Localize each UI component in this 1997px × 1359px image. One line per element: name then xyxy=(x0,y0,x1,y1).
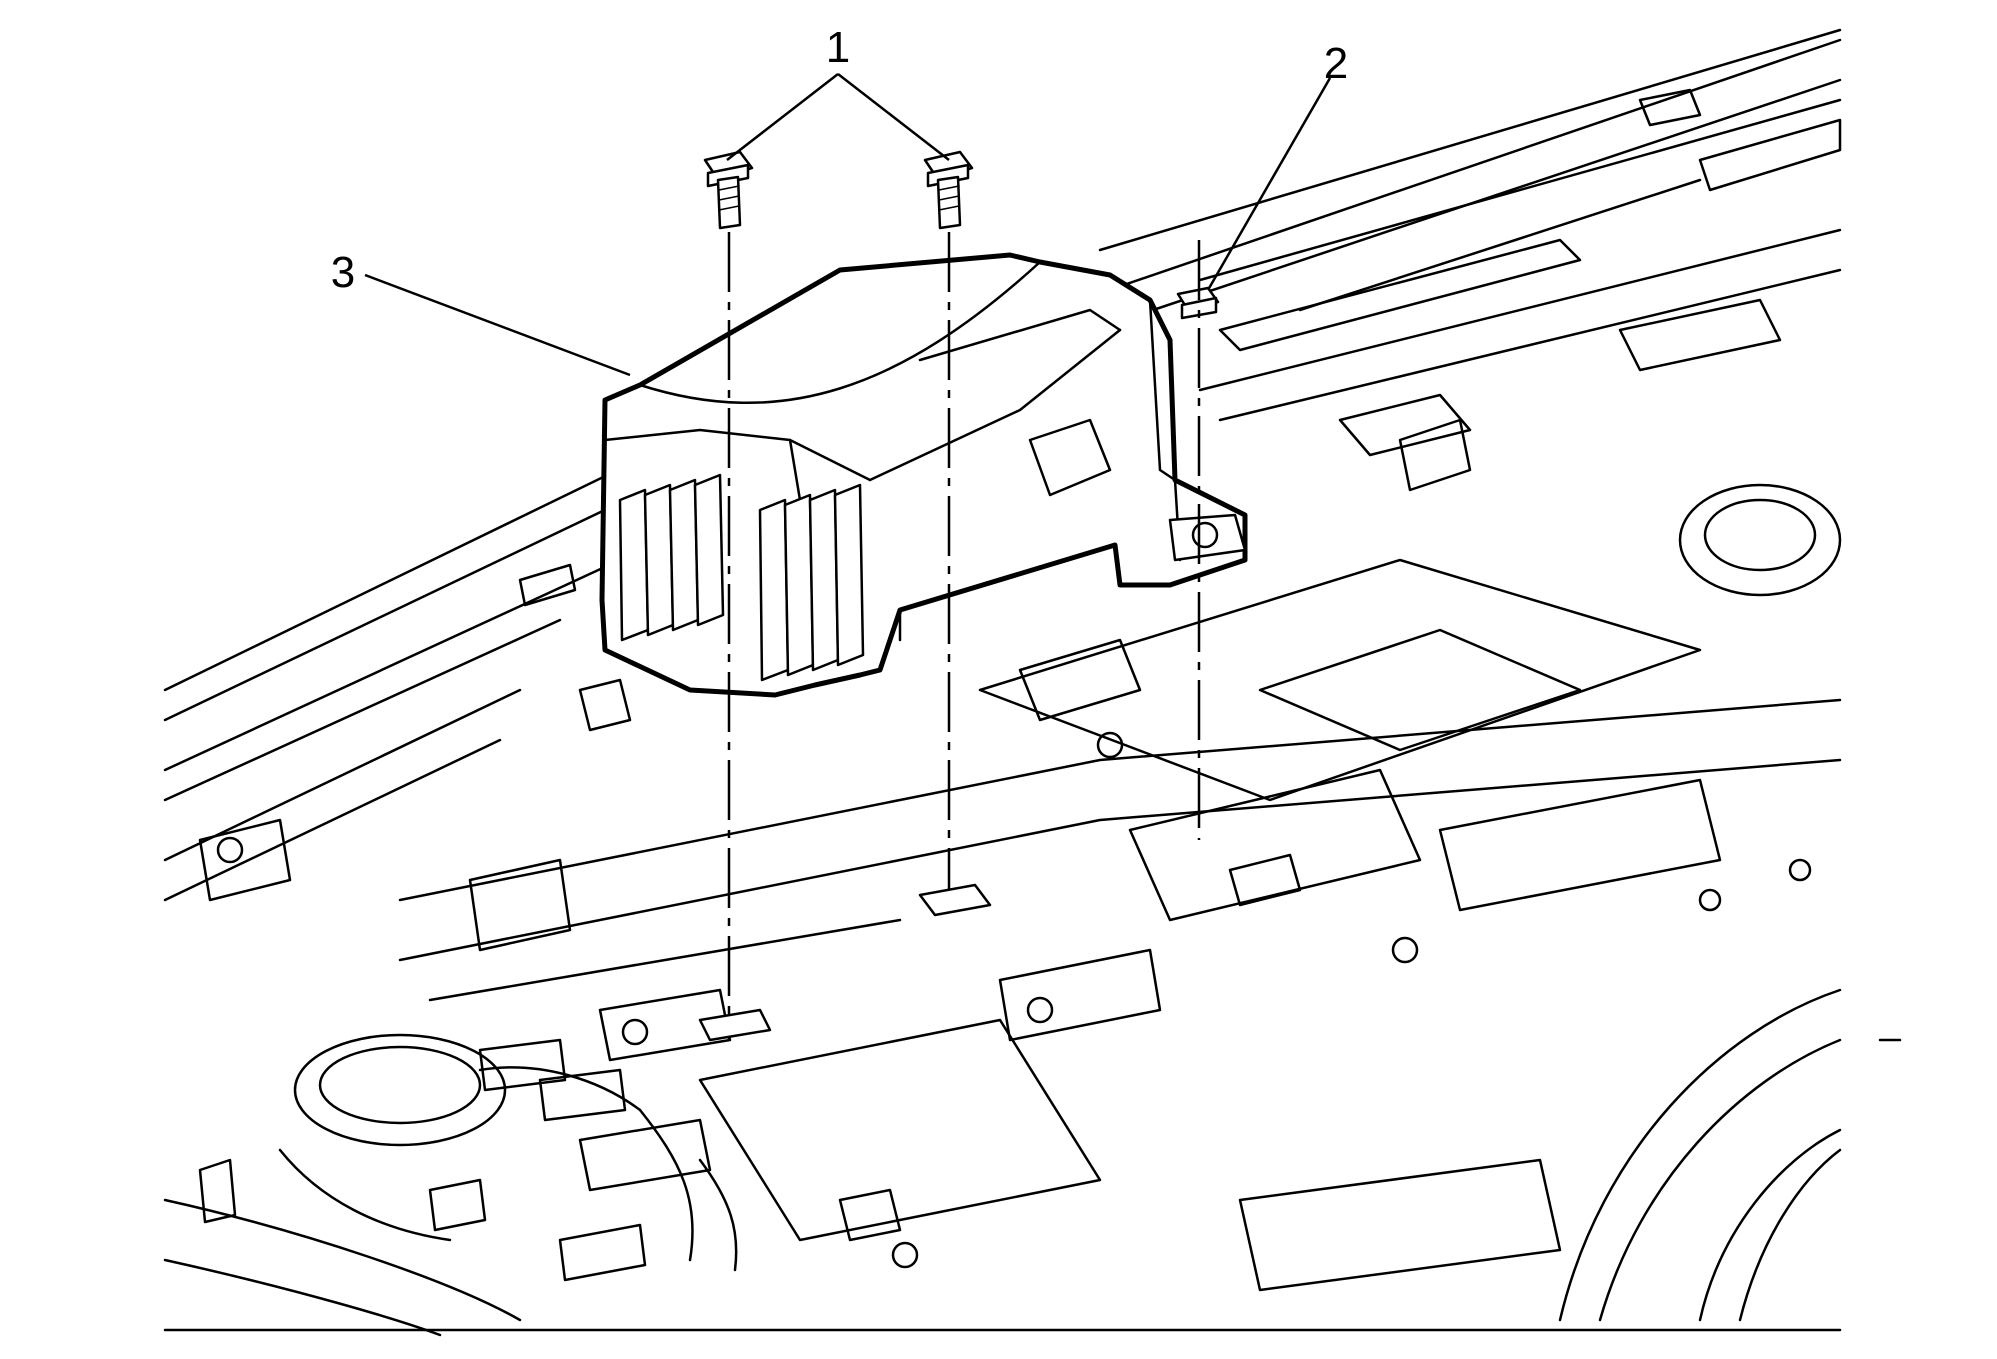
alignment-lines xyxy=(727,232,1201,1040)
callout-2: 2 xyxy=(1324,39,1348,88)
callout-1: 1 xyxy=(826,23,850,72)
bolt-left xyxy=(703,150,754,230)
engine-bay-background xyxy=(163,28,1902,1337)
callout-3: 3 xyxy=(331,248,355,297)
housing-cooling-fins xyxy=(618,473,865,682)
bolt-right xyxy=(923,150,974,230)
callout-leaders xyxy=(364,73,1332,377)
module-housing xyxy=(599,252,1248,698)
lower-mount-brackets xyxy=(698,883,992,1042)
